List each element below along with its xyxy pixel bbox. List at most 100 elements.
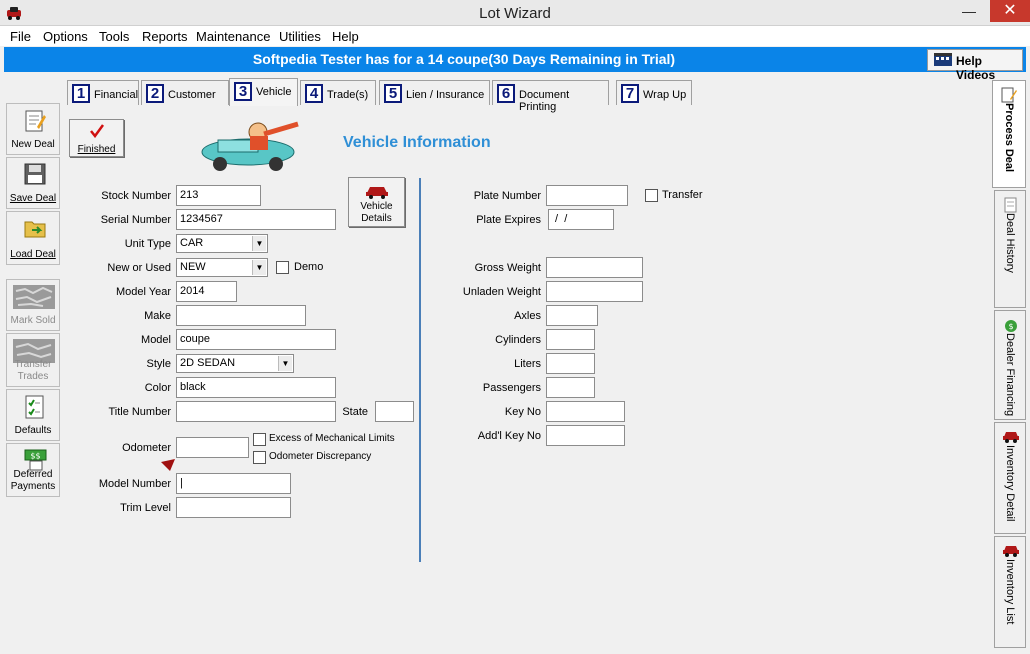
mark-sold-button[interactable]: Mark Sold [6,279,60,331]
edit-document-icon [1001,87,1017,103]
unit-type-select[interactable]: CAR ▼ [176,234,268,253]
make-input[interactable] [176,305,306,326]
plate-expires-label: Plate Expires [476,214,541,226]
side-tab-label: Deal History [1004,213,1016,273]
axles-input[interactable] [546,305,598,326]
car-icon [1003,546,1019,557]
transfer-trades-label: Transfer Trades [7,359,59,383]
side-tab-inventory-detail[interactable]: Inventory Detail [994,422,1026,534]
title-number-label: Title Number [108,406,171,418]
car-icon [366,187,388,199]
money-icon: $$ [24,449,47,471]
side-tab-inventory-list[interactable]: Inventory List [994,536,1026,648]
serial-number-input[interactable]: 1234567 [176,209,336,230]
tab-label: Lien / Insurance [406,89,485,101]
transfer-icon [13,339,55,363]
unladen-weight-input[interactable] [546,281,643,302]
car-icon [1003,432,1019,443]
state-input[interactable] [375,401,414,422]
key-no-label: Key No [504,406,541,418]
menu-options[interactable]: Options [43,29,88,44]
tab-document-printing[interactable]: 6 Document Printing [492,80,609,113]
key-no-input[interactable] [546,401,625,422]
side-tabs: Process Deal Deal History $ Dealer Finan… [992,78,1026,650]
side-tab-dealer-financing[interactable]: $ Dealer Financing [994,310,1026,420]
model-number-input[interactable]: | [176,473,291,494]
cylinders-label: Cylinders [495,334,541,346]
tab-trades[interactable]: 4 Trade(s) [300,80,376,105]
addl-key-no-label: Add'l Key No [477,430,541,442]
new-document-icon [25,110,46,132]
menu-reports[interactable]: Reports [142,29,188,44]
menu-bar: File Options Tools Reports Maintenance U… [0,26,1030,46]
title-bar: Lot Wizard — ✕ [0,0,1030,26]
plate-number-input[interactable] [546,185,628,206]
side-tab-process-deal[interactable]: Process Deal [992,80,1026,188]
finished-button[interactable]: Finished [69,119,124,157]
model-year-input[interactable]: 2014 [176,281,237,302]
menu-maintenance[interactable]: Maintenance [196,29,271,44]
model-input[interactable]: coupe [176,329,336,350]
deferred-payments-label: Deferred Payments [7,469,59,493]
sold-stamp-icon [13,285,55,309]
vehicle-details-button[interactable]: Vehicle Details [348,177,405,227]
plate-expires-input[interactable]: / / [548,209,614,230]
color-input[interactable]: black [176,377,336,398]
deferred-payments-button[interactable]: $$ Deferred Payments [6,443,60,497]
chevron-down-icon[interactable]: ▼ [252,236,266,251]
state-label: State [342,406,368,418]
new-or-used-select[interactable]: NEW ▼ [176,258,268,277]
new-deal-button[interactable]: New Deal [6,103,60,155]
help-videos-label: Help Videos [956,54,996,82]
menu-utilities[interactable]: Utilities [279,29,321,44]
stock-number-input[interactable]: 213 [176,185,261,206]
model-label: Model [141,334,171,346]
chevron-down-icon[interactable]: ▼ [252,260,266,275]
style-select[interactable]: 2D SEDAN ▼ [176,354,294,373]
tab-lien-insurance[interactable]: 5 Lien / Insurance [379,80,490,105]
demo-checkbox[interactable] [276,261,289,274]
liters-input[interactable] [546,353,595,374]
odometer-input[interactable] [176,437,249,458]
transfer-checkbox[interactable] [645,189,658,202]
passengers-input[interactable] [546,377,595,398]
trim-level-label: Trim Level [120,502,171,514]
defaults-button[interactable]: Defaults [6,389,60,441]
save-deal-button[interactable]: Save Deal [6,157,60,209]
money-bag-icon: $ [1005,320,1017,332]
odometer-discrepancy-checkbox[interactable] [253,451,266,464]
help-videos-button[interactable]: Help Videos [927,49,1023,82]
model-number-label: Model Number [98,478,171,490]
liters-label: Liters [514,358,541,370]
vehicle-details-line2: Details [361,213,392,224]
tab-number: 2 [146,84,164,103]
tab-label: Wrap Up [643,89,687,101]
transfer-trades-button[interactable]: Transfer Trades [6,333,60,387]
tab-label: Document Printing [519,89,570,113]
tab-financial[interactable]: 1 Financial [67,80,139,105]
menu-file[interactable]: File [10,29,31,44]
tab-number: 5 [384,84,402,103]
left-toolbar: New Deal Save Deal Load Deal Mark Sold T… [4,103,60,498]
trim-level-input[interactable] [176,497,291,518]
cylinders-input[interactable] [546,329,595,350]
side-tab-deal-history[interactable]: Deal History [994,190,1026,308]
excess-mechanical-checkbox[interactable] [253,433,266,446]
gross-weight-input[interactable] [546,257,643,278]
title-number-input[interactable] [176,401,336,422]
tab-vehicle[interactable]: 3 Vehicle [229,78,298,106]
pointer-arrow-icon [161,459,175,471]
load-deal-button[interactable]: Load Deal [6,211,60,265]
addl-key-no-input[interactable] [546,425,625,446]
passengers-label: Passengers [482,382,541,394]
odometer-discrepancy-label: Odometer Discrepancy [269,451,372,462]
tab-wrap-up[interactable]: 7 Wrap Up [616,80,692,105]
minimize-button[interactable]: — [962,3,976,19]
menu-tools[interactable]: Tools [99,29,130,44]
color-label: Color [144,382,171,394]
demo-label: Demo [294,261,324,273]
menu-help[interactable]: Help [332,29,359,44]
close-button[interactable]: ✕ [990,0,1030,22]
tab-customer[interactable]: 2 Customer [141,80,229,105]
chevron-down-icon[interactable]: ▼ [278,356,292,371]
